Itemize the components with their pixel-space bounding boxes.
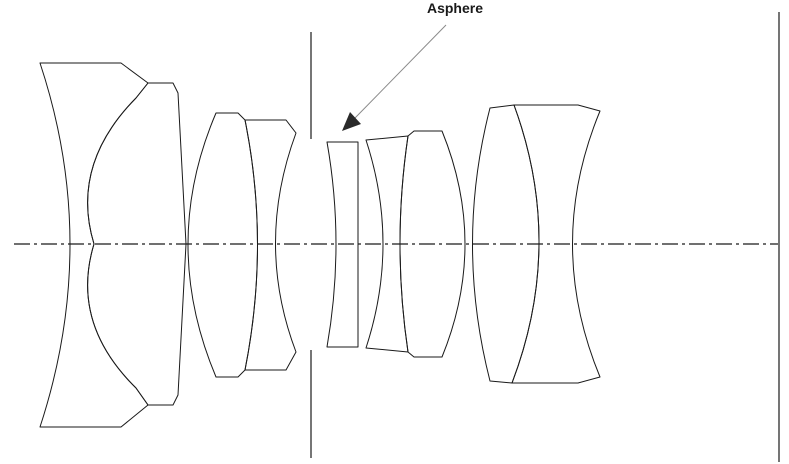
- lens-element-3: [187, 112, 258, 378]
- lens-element-2: [87, 82, 187, 406]
- lens-element-9: [511, 104, 601, 384]
- asphere-callout-label: Asphere: [427, 0, 483, 16]
- lens-element-7: [399, 130, 466, 358]
- lens-element-4: [244, 119, 297, 371]
- asphere-arrowhead: [342, 112, 361, 131]
- asphere-element: [326, 141, 359, 348]
- asphere-leader-line: [354, 24, 447, 119]
